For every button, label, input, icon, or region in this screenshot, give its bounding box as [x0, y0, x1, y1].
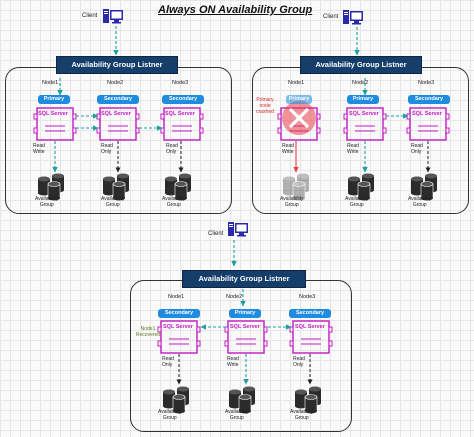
client-icon [103, 9, 123, 24]
client-label: Client [323, 14, 339, 20]
node-label: Node1 [288, 80, 305, 86]
client-icon [228, 222, 248, 237]
node-label: Node2 [107, 80, 124, 86]
secondary-badge: Secondary [158, 309, 200, 318]
listener-bar: Availability Group Listner [300, 56, 422, 74]
node-label: Node3 [418, 80, 435, 86]
client-label: Client [208, 231, 224, 237]
sql-server-label: SQL Server [295, 324, 325, 330]
secondary-badge: Secondary [97, 95, 139, 104]
primary-badge: Primary [38, 95, 70, 104]
scenario-2-panel [252, 67, 469, 214]
sql-server-label: SQL Server [38, 111, 68, 117]
primary-badge: Primary [229, 309, 261, 318]
secondary-badge: Secondary [162, 95, 204, 104]
node-label: Node1 [42, 80, 59, 86]
sql-server-label: SQL Server [230, 324, 260, 330]
node-label: Node3 [172, 80, 189, 86]
node-label: Node2 [226, 294, 243, 300]
node-label: Node2 [352, 80, 369, 86]
client-icon [343, 10, 363, 25]
secondary-badge: Secondary [289, 309, 331, 318]
listener-bar: Availability Group Listner [56, 56, 178, 74]
sql-server-label: SQL Server [101, 111, 131, 117]
diagram-title: Always ON Availability Group [158, 4, 313, 16]
client-label: Client [82, 13, 98, 19]
sql-server-label: SQL Server [165, 111, 195, 117]
primary-badge: Primary [347, 95, 379, 104]
node-label: Node3 [299, 294, 316, 300]
primary-badge-crashed: Primary [286, 95, 312, 104]
sql-server-label: SQL Server [412, 111, 442, 117]
sql-server-label: SQL Server [163, 324, 193, 330]
sql-server-label: SQL Server [349, 111, 379, 117]
secondary-badge: Secondary [408, 95, 450, 104]
node-label: Node1 [168, 294, 185, 300]
scenario-1-panel [5, 67, 232, 214]
listener-bar: Availability Group Listner [182, 270, 306, 288]
